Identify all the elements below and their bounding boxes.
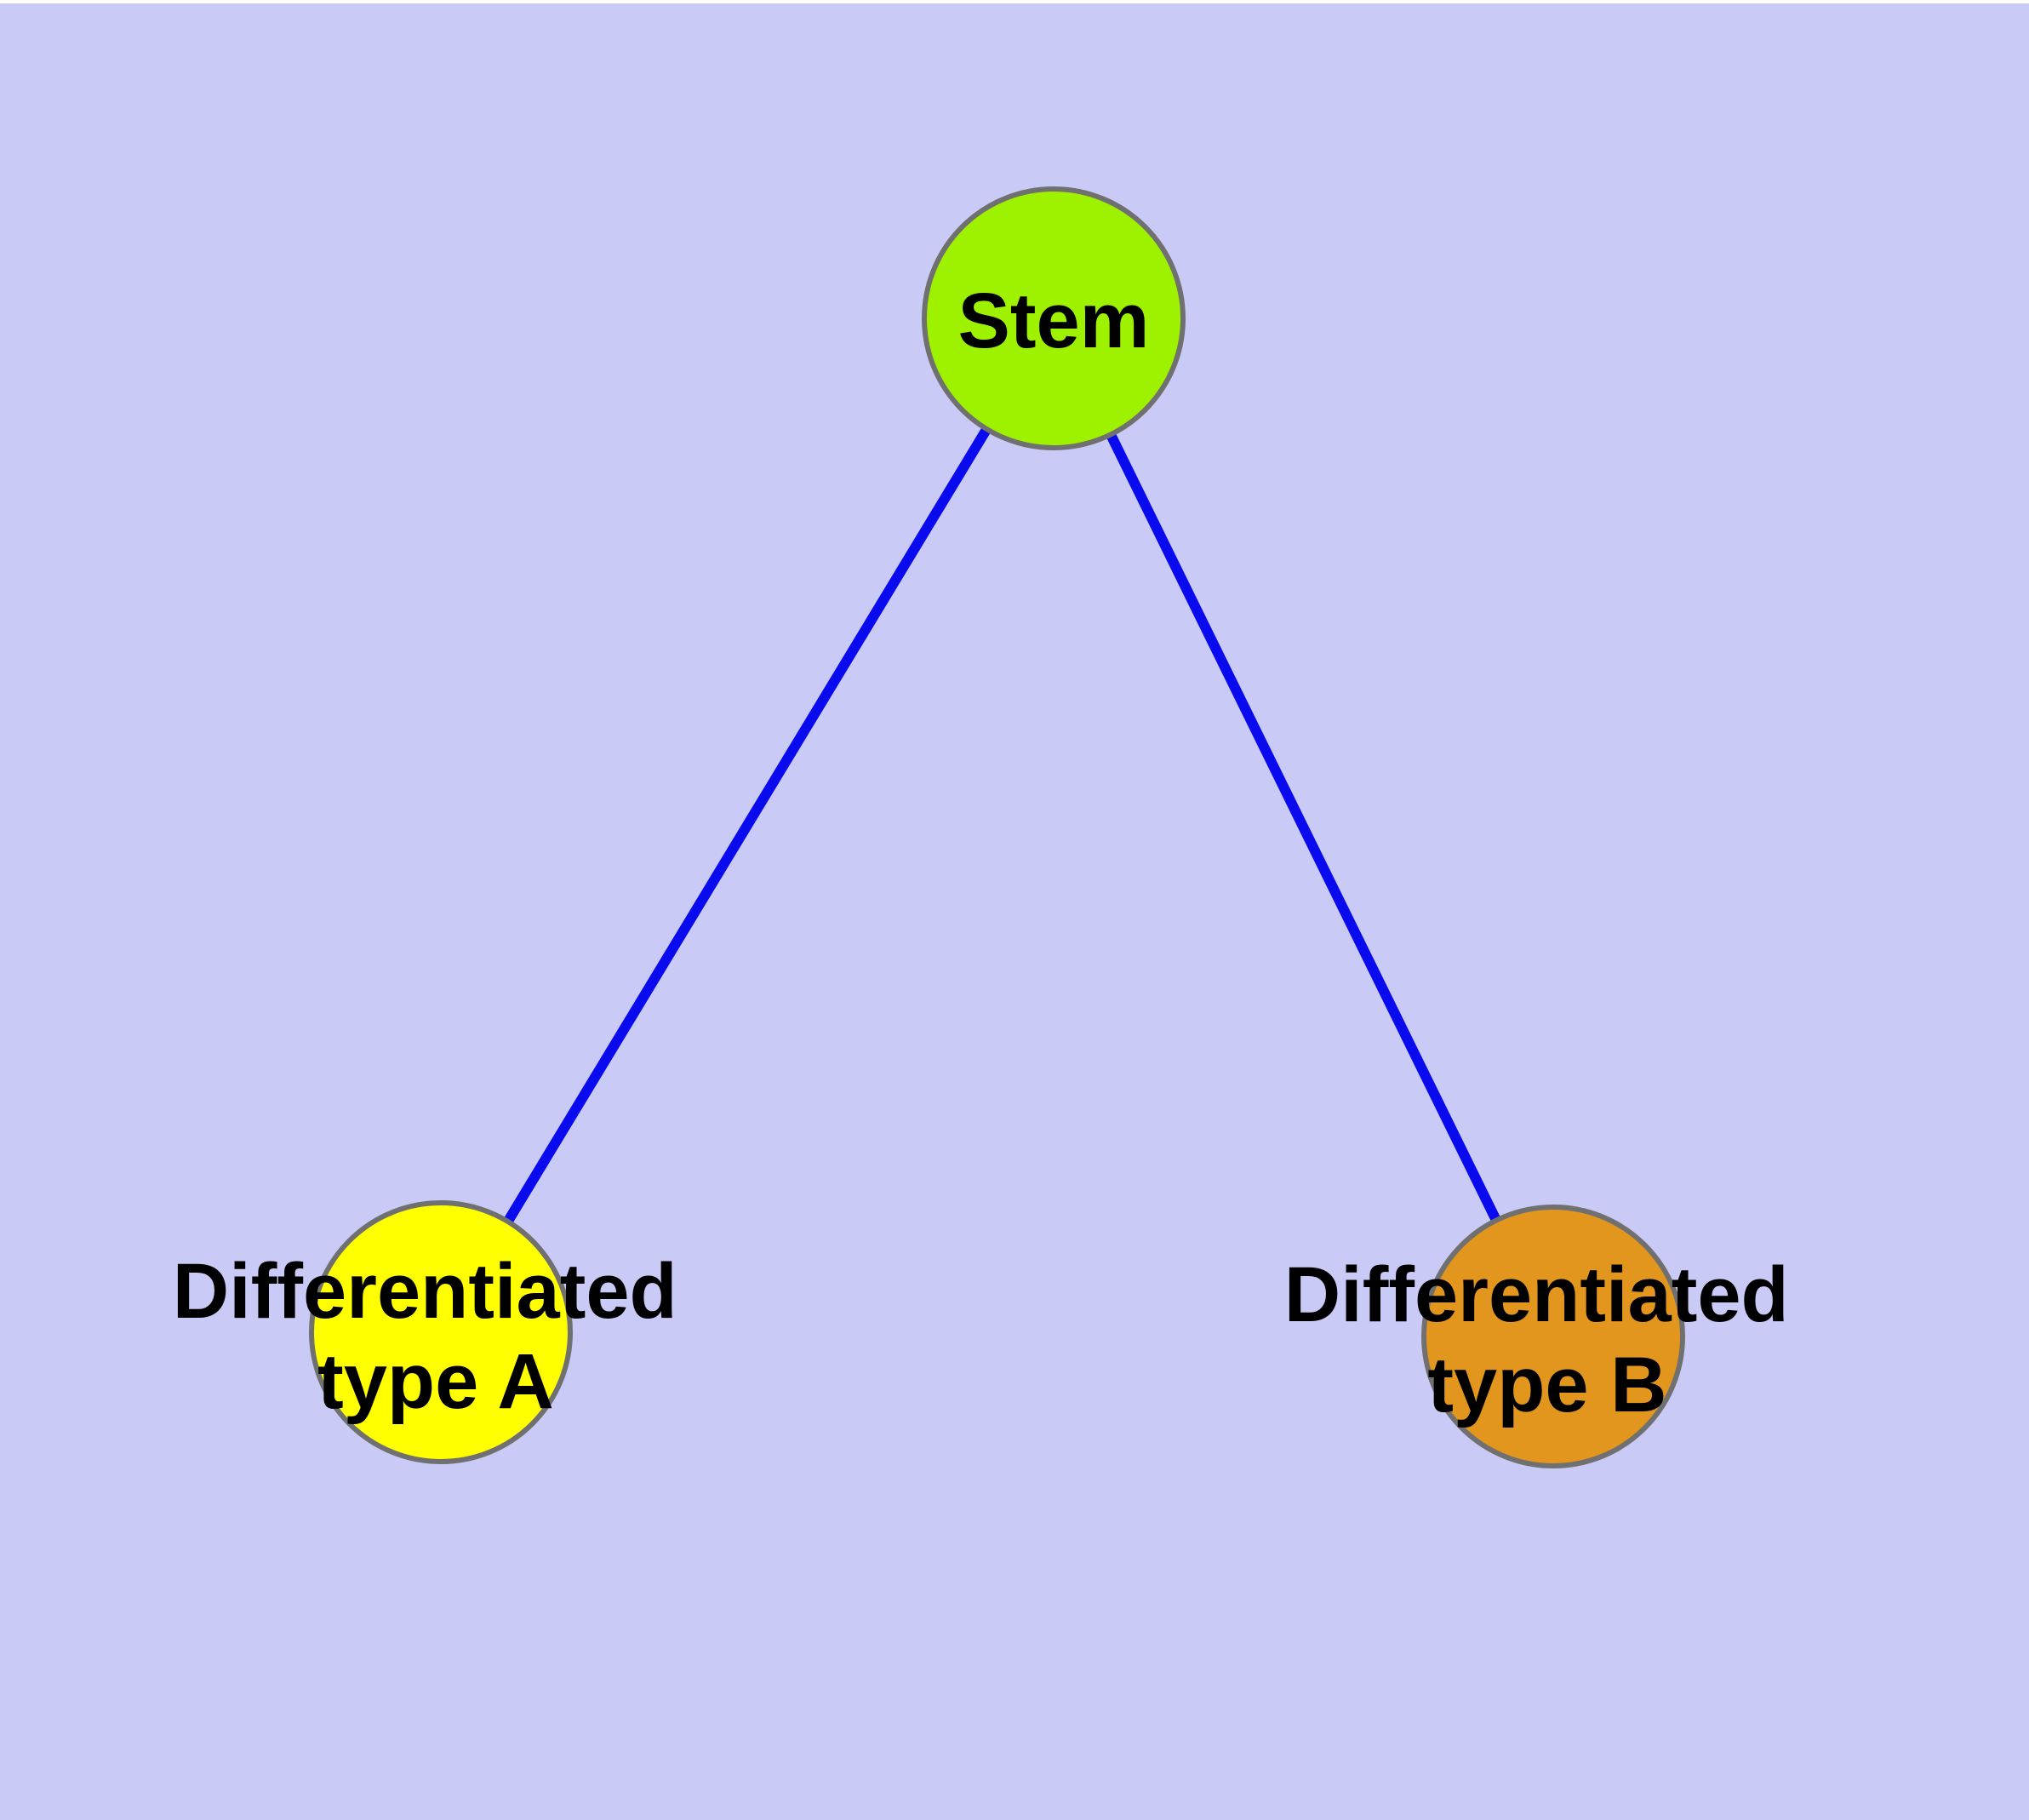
type-b-node-circle xyxy=(1421,1205,1685,1468)
top-edge-strip xyxy=(0,0,2029,3)
type-b-node-label: Differentiated type B xyxy=(1284,1251,1811,1428)
type-a-label-line2: type A xyxy=(317,1338,554,1425)
edge-stem-to-type-a xyxy=(436,315,1059,1336)
type-a-label-line1: Differentiated xyxy=(173,1248,677,1335)
stem-node-circle xyxy=(922,186,1186,450)
edge-stem-to-type-b xyxy=(1049,316,1558,1339)
stem-node-label: Stem xyxy=(958,278,1150,364)
type-b-label-line1: Differentiated xyxy=(1284,1251,1789,1338)
type-a-node-label: Differentiated type A xyxy=(173,1248,700,1425)
type-a-node-circle xyxy=(309,1200,573,1464)
type-b-label-line2: type B xyxy=(1427,1342,1666,1428)
